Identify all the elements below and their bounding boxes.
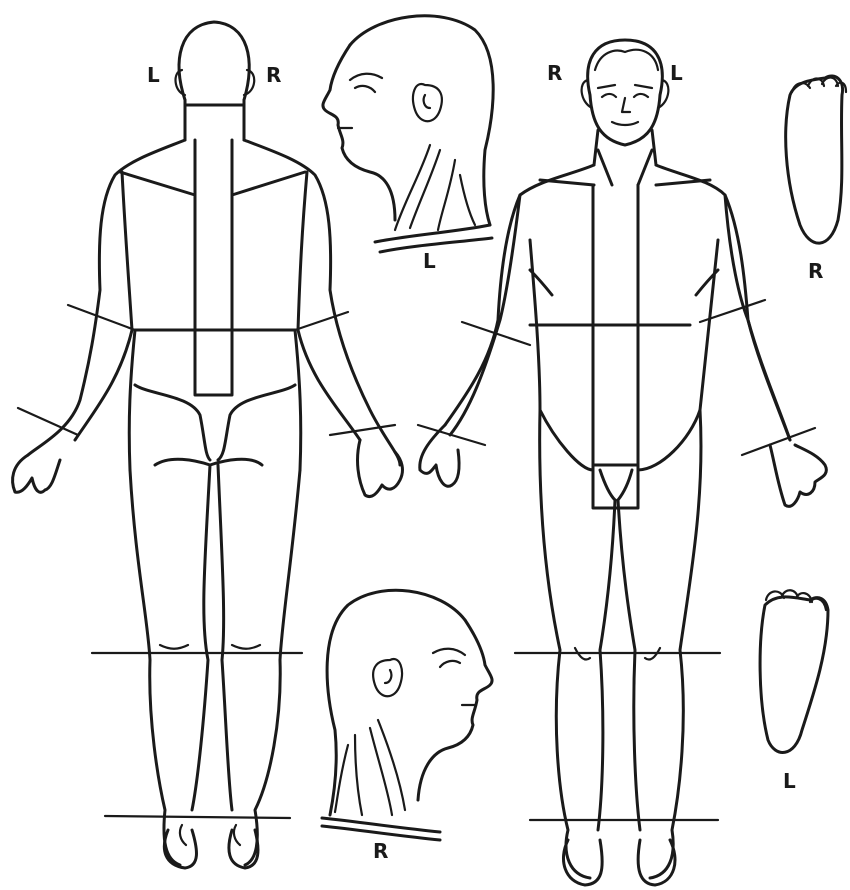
- label-front-left: L: [670, 61, 683, 85]
- back-right-hand: [358, 440, 403, 497]
- profile-head-left-side: [323, 16, 493, 252]
- profile-top-eye: [350, 74, 382, 92]
- profile-top-base: [375, 225, 492, 252]
- profile-bottom-skull: [327, 590, 465, 815]
- back-hip-outer: [129, 330, 301, 470]
- back-inner-arms: [75, 172, 360, 440]
- profile-top-face: [323, 45, 395, 220]
- front-view-figure: [418, 40, 826, 885]
- profile-bottom-neck-muscles: [335, 720, 405, 815]
- front-center-strip: [593, 185, 638, 508]
- profile-bottom-ear: [373, 659, 402, 696]
- profile-top-neck-muscles: [395, 145, 475, 230]
- back-view-figure: [13, 22, 403, 868]
- profile-head-right-side: [322, 590, 492, 840]
- profile-bottom-eye: [433, 649, 465, 667]
- front-legs: [540, 410, 701, 878]
- label-back-right: R: [266, 63, 281, 87]
- front-neck: [594, 130, 656, 185]
- front-left-hand: [420, 425, 459, 486]
- front-hair: [595, 50, 658, 70]
- profile-top-ear: [413, 84, 442, 121]
- foot-sole-right: [786, 76, 846, 243]
- front-ears: [582, 80, 669, 108]
- label-foot-left: L: [783, 769, 796, 793]
- front-torso-outline: [445, 165, 790, 440]
- front-collar: [540, 180, 710, 185]
- front-right-hand: [770, 445, 826, 506]
- back-feet: [164, 830, 258, 868]
- back-knees: [160, 645, 260, 649]
- front-pelvis: [540, 410, 700, 500]
- back-spine-strip: [195, 140, 232, 395]
- front-feet: [563, 840, 675, 885]
- label-front-right: R: [547, 61, 562, 85]
- back-head: [179, 22, 249, 100]
- back-shoulder-lines: [120, 172, 305, 195]
- back-guide-lines: [18, 305, 395, 818]
- front-right-arm: [725, 195, 790, 440]
- label-foot-right: R: [808, 259, 823, 283]
- back-neck: [185, 100, 244, 140]
- foot-right-outline: [786, 76, 843, 243]
- back-legs: [130, 465, 300, 865]
- profile-bottom-face: [418, 620, 492, 800]
- foot-left-outline: [760, 597, 828, 753]
- front-face: [598, 85, 652, 125]
- profile-bottom-base: [322, 818, 440, 840]
- label-profile-left: L: [423, 249, 436, 273]
- foot-sole-left: [760, 590, 828, 752]
- back-left-hand: [13, 455, 60, 492]
- label-profile-right: R: [373, 839, 388, 863]
- label-back-left: L: [147, 63, 160, 87]
